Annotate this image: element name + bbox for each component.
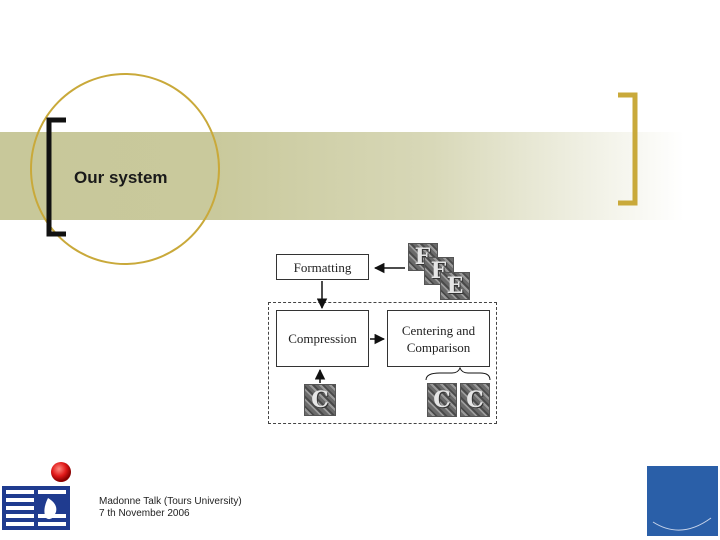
footer-line-1: Madonne Talk (Tours University)	[99, 496, 242, 507]
left-bracket	[46, 117, 66, 237]
right-bracket	[618, 92, 638, 206]
decorative-circle	[30, 73, 220, 265]
input-image-3	[440, 272, 470, 300]
tours-university-logo	[2, 462, 71, 530]
query-image	[304, 384, 336, 416]
footer-line-2: 7 th November 2006	[99, 508, 190, 519]
centering-comparison-box: Centering and Comparison	[387, 310, 490, 367]
formatting-box: Formatting	[276, 254, 369, 280]
compared-image-2	[460, 383, 490, 417]
la-rochelle-logo	[647, 466, 718, 536]
dashed-container	[268, 302, 497, 424]
footer-text: Madonne Talk (Tours University) 7 th Nov…	[99, 496, 242, 520]
brace	[425, 366, 491, 381]
la-rochelle-logo-graphic	[652, 517, 712, 531]
compression-box: Compression	[276, 310, 369, 367]
slide-title: Our system	[74, 168, 168, 187]
compared-image-1	[427, 383, 457, 417]
